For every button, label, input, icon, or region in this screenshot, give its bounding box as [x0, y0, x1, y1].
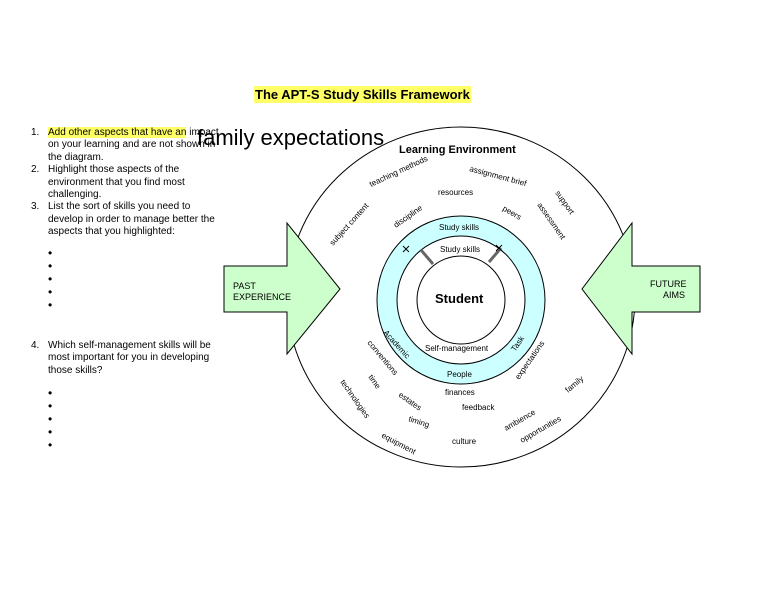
empty-bullet[interactable]	[48, 439, 221, 454]
term-estates: estates	[397, 390, 423, 412]
empty-bullet[interactable]	[48, 247, 221, 262]
term-timing: timing	[407, 414, 430, 429]
empty-bullet[interactable]	[48, 426, 221, 441]
term-finances: finances	[445, 388, 475, 397]
term-discipline: discipline	[392, 203, 425, 230]
term-technologies: technologies	[338, 378, 371, 420]
student-label: Student	[435, 291, 484, 306]
future-arrow	[581, 221, 701, 356]
learning-environment-label: Learning Environment	[399, 144, 516, 156]
empty-bullet[interactable]	[48, 400, 221, 415]
future-label: FUTURE	[650, 279, 687, 289]
self-management-label: Self-management	[425, 344, 489, 353]
empty-bullet[interactable]	[48, 413, 221, 428]
study-skills-label: Study skills	[440, 245, 480, 254]
term-time: time	[366, 373, 382, 391]
term-support: support	[553, 189, 576, 217]
highlighted-text: Add other aspects that have an	[48, 127, 187, 138]
cross-mark	[495, 244, 503, 252]
bullet-list-1	[48, 247, 221, 314]
inner-ring	[416, 255, 506, 345]
instruction-item-2: 2. Highlight those aspects of the enviro…	[31, 164, 185, 201]
term-subject-content: subject content	[328, 201, 371, 248]
empty-bullet[interactable]	[48, 299, 221, 314]
instruction-item-1: 1. Add other aspects that have an impact…	[31, 127, 219, 163]
empty-bullet[interactable]	[48, 260, 221, 275]
instruction-block-4: 4. Which self-management skills will be …	[31, 340, 221, 454]
people-label: People	[447, 370, 472, 379]
term-resources: resources	[438, 188, 473, 197]
past-label: EXPERIENCE	[233, 292, 291, 302]
empty-bullet[interactable]	[48, 273, 221, 288]
skill-arrow	[487, 247, 503, 263]
empty-bullet[interactable]	[48, 286, 221, 301]
term-family: family	[564, 374, 586, 394]
bullet-list-2	[48, 387, 221, 454]
instruction-item-3: 3. List the sort of skills you need to d…	[31, 201, 215, 238]
skill-arrow	[419, 249, 435, 265]
study-skills-label: Study skills	[439, 223, 479, 232]
instruction-list: 1. Add other aspects that have an impact…	[31, 127, 221, 314]
term-assignment-brief: assignment brief	[468, 164, 528, 188]
term-feedback: feedback	[462, 403, 495, 412]
term-equipment: equipment	[380, 431, 418, 457]
future-label: AIMS	[663, 290, 685, 300]
past-label: PAST	[233, 281, 256, 291]
instruction-item-4: 4. Which self-management skills will be …	[31, 340, 211, 376]
handwritten-note: family expectations	[197, 125, 385, 150]
past-arrow	[223, 221, 341, 356]
page-title: The APT-S Study Skills Framework	[254, 86, 471, 103]
empty-bullet[interactable]	[48, 387, 221, 402]
cross-mark	[402, 245, 410, 253]
term-peers: peers	[501, 204, 523, 222]
term-teaching-methods: teaching methods	[368, 154, 429, 189]
term-culture: culture	[452, 437, 477, 446]
